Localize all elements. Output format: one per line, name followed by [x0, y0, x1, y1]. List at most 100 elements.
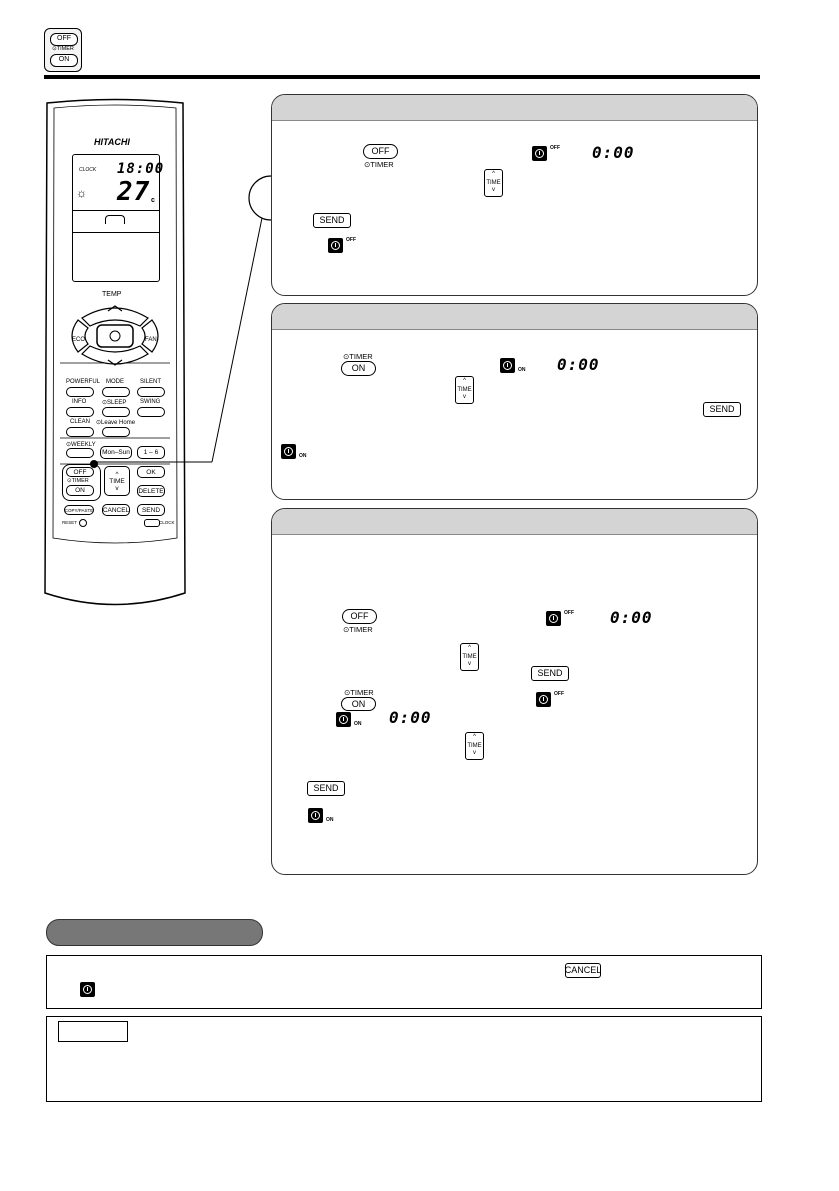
p1-send-button: SEND: [313, 213, 351, 228]
remote-cancel-button[interactable]: CANCEL: [102, 504, 130, 516]
header-rule: [44, 75, 760, 79]
p1-time-label: TIME: [486, 180, 501, 186]
p2-timer-label: ⊙TIMER: [343, 352, 373, 361]
remote-time-button[interactable]: ^ TIME v: [104, 466, 130, 496]
lcd-clock-label: CLOCK: [79, 167, 97, 173]
chevron-down-icon: v: [115, 484, 119, 492]
p2-on-sup: ON: [518, 367, 526, 373]
temp-label: TEMP: [102, 291, 122, 298]
remote-brand: HITACHI: [94, 137, 130, 147]
remote-lcd: CLOCK 18:00 ☼ 27 c: [72, 154, 163, 282]
remote-on-button[interactable]: ON: [66, 485, 94, 496]
lcd-temperature: 27: [117, 177, 151, 207]
p2-clock-icon: [500, 358, 515, 373]
mode-label: MODE: [106, 379, 124, 385]
panel-off-timer: [271, 94, 758, 296]
remote-ok-button[interactable]: OK: [137, 466, 165, 478]
powerful-label: POWERFUL: [66, 379, 101, 385]
silent-button[interactable]: [137, 387, 165, 397]
remote-send-button[interactable]: SEND: [137, 504, 165, 516]
chevron-down-icon: v: [473, 750, 476, 756]
remote-time-label: TIME: [109, 477, 125, 485]
info-label: INFO: [72, 399, 87, 405]
clean-label: CLEAN: [70, 419, 91, 425]
p1-off-button: OFF: [363, 144, 398, 159]
sleep-label: ⊙SLEEP: [102, 400, 127, 406]
cancel-clock-icon: [80, 982, 95, 997]
header-off-button: OFF: [50, 33, 78, 46]
copy-paste-button[interactable]: COPY/PASTE: [64, 505, 94, 515]
silent-label: SILENT: [140, 379, 162, 385]
p3-clock-icon-4: [308, 808, 323, 823]
p3-time-label-2: TIME: [467, 743, 482, 749]
weekly-label: ⊙WEEKLY: [66, 442, 96, 448]
panel-off-on-timer: [271, 508, 758, 875]
p3-lcd-display: 0:00: [610, 608, 653, 627]
clean-button[interactable]: [66, 427, 94, 437]
p3-off-button: OFF: [342, 609, 377, 624]
panel-header-bar: [272, 304, 757, 330]
chevron-up-icon: ^: [473, 734, 476, 740]
info-button[interactable]: [66, 407, 94, 417]
p2-on-sup-2: ON: [299, 453, 307, 459]
p1-clock-icon: [532, 146, 547, 161]
fan-label: FAN: [145, 337, 157, 343]
dial-pad: [71, 305, 159, 366]
p2-send-button: SEND: [703, 402, 741, 417]
chevron-up-icon: ^: [463, 378, 466, 384]
remote-off-button[interactable]: OFF: [66, 467, 94, 477]
reset-label: RESET: [62, 520, 78, 525]
eco-label: ECO: [72, 337, 86, 343]
p3-send-button-2: SEND: [307, 781, 345, 796]
p1-clock-icon-2: [328, 238, 343, 253]
leave-home-label: ⊙Leave Home: [96, 420, 136, 426]
remote-delete-button[interactable]: DELETE: [137, 485, 165, 497]
p3-on-button: ON: [341, 697, 376, 711]
p3-on-sup-2: ON: [326, 817, 334, 823]
swing-label: SWING: [140, 399, 161, 405]
chevron-up-icon: ^: [115, 470, 119, 478]
panel-on-timer: [271, 303, 758, 500]
p3-timer-label: ⊙TIMER: [343, 625, 373, 634]
p1-timer-label: ⊙TIMER: [364, 160, 394, 169]
p3-clock-icon-2: [536, 692, 551, 707]
p3-on-sup: ON: [354, 721, 362, 727]
header-timer-label: ⊙TIMER: [52, 46, 74, 52]
p3-off-sup: OFF: [564, 610, 574, 616]
lcd-temp-unit: c: [151, 197, 155, 204]
p3-clock-icon-3: [336, 712, 351, 727]
p2-time-label: TIME: [457, 387, 472, 393]
lcd-divider-2: [73, 232, 159, 233]
section-pill-header: [46, 919, 263, 946]
header-icon: OFF ⊙TIMER ON: [44, 28, 82, 72]
auto-mode-icon: [105, 215, 125, 224]
cancel-info-box: [46, 955, 762, 1009]
panel-header-bar: [272, 95, 757, 121]
chevron-down-icon: v: [468, 661, 471, 667]
one-six-button[interactable]: 1 – 6: [137, 446, 165, 459]
leave-home-button[interactable]: [102, 427, 130, 437]
reset-button[interactable]: [79, 519, 87, 527]
chevron-down-icon: v: [463, 394, 466, 400]
note-tag: [58, 1021, 128, 1042]
lcd-clock-value: 18:00: [117, 161, 165, 177]
weekly-button[interactable]: [66, 448, 94, 458]
swing-button[interactable]: [137, 407, 165, 417]
p2-on-button: ON: [341, 361, 376, 376]
chevron-down-icon: v: [492, 187, 495, 193]
clock-button[interactable]: [144, 519, 160, 527]
p3-off-sup-2: OFF: [554, 691, 564, 697]
p3-time-label: TIME: [462, 654, 477, 660]
powerful-button[interactable]: [66, 387, 94, 397]
mode-button[interactable]: [102, 387, 130, 397]
lcd-divider: [73, 210, 159, 211]
sun-icon: ☼: [76, 186, 87, 200]
chevron-up-icon: ^: [468, 645, 471, 651]
remote-timer-label: ⊙TIMER: [67, 478, 89, 484]
remote-control: HITACHI CLOCK 18:00 ☼ 27 c TEMP ECO FAN …: [44, 98, 186, 610]
mon-sun-button[interactable]: Mon–Sun: [100, 446, 132, 459]
sleep-button[interactable]: [102, 407, 130, 417]
